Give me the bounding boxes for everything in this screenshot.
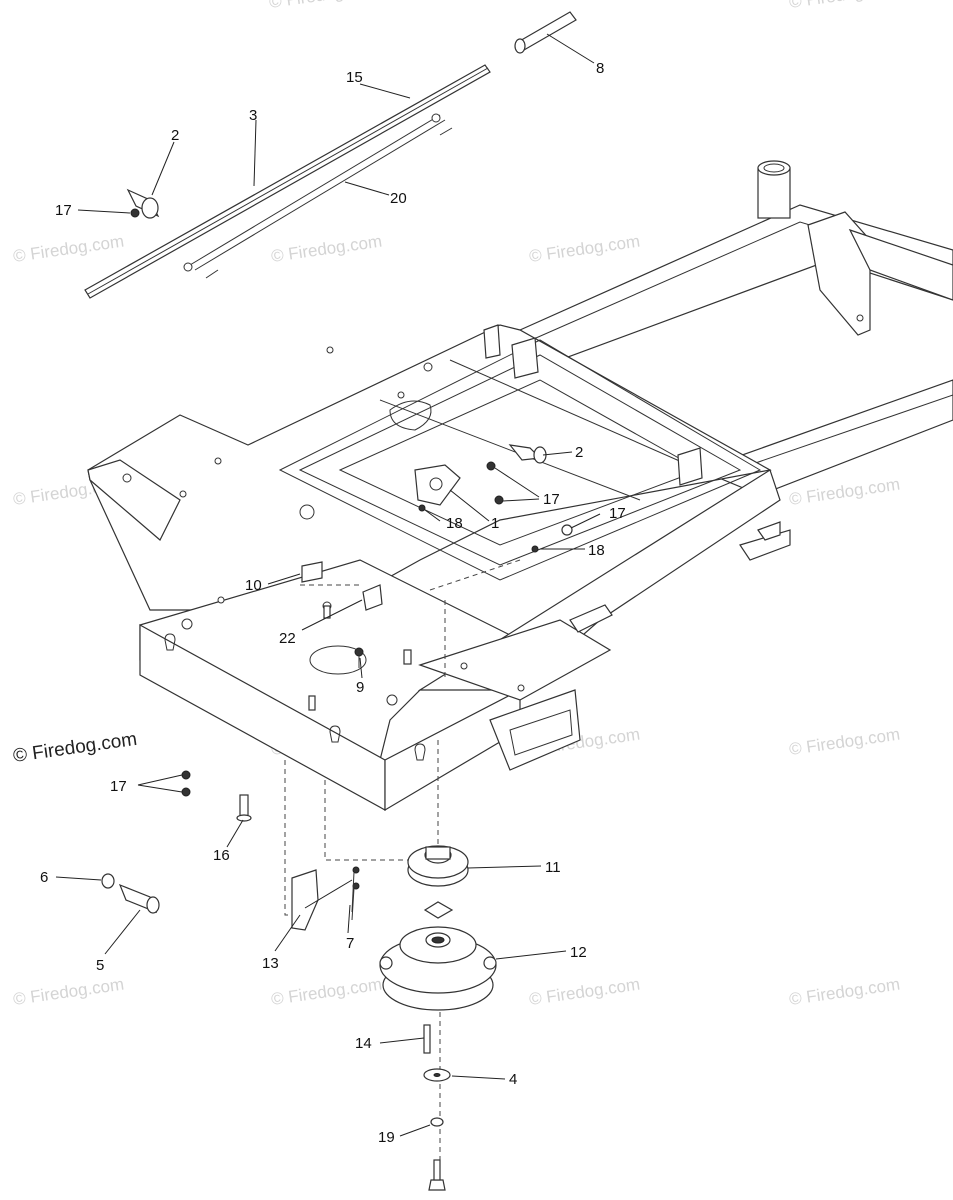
alignment-lines [284,559,521,1160]
watermark: © Firedog.com [528,232,641,266]
watermark: © Firedog.com [270,232,383,266]
watermark: © Firedog.com [788,475,901,509]
watermark: © Firedog.com [788,0,901,12]
watermark: © Firedog.com [12,975,125,1009]
callout-18: 18 [588,542,605,559]
watermark: © Firedog.com [12,232,125,266]
callout-17: 17 [110,778,127,795]
callout-6: 6 [40,869,48,886]
callout-11: 11 [545,859,561,876]
callout-4: 4 [509,1071,517,1088]
callout-5: 5 [96,957,104,974]
watermark-main: © Firedog.com [12,729,139,767]
callout-20: 20 [390,190,407,207]
watermark: © Firedog.com [528,975,641,1009]
leader-lines [55,33,601,1137]
callout-13: 13 [262,955,279,972]
watermark: © Firedog.com [268,0,381,12]
chassis [87,324,781,812]
callout-7: 7 [346,935,354,952]
callout-18: 18 [446,515,463,532]
callout-22: 22 [279,630,296,647]
callout-2: 2 [171,127,179,144]
watermark: © Firedog.com [270,975,383,1009]
callout-17: 17 [609,505,626,522]
callout-16: 16 [213,847,230,864]
callout-9: 9 [356,679,364,696]
callout-3: 3 [249,107,257,124]
callout-8: 8 [596,60,604,77]
parts [84,11,577,1191]
callout-labels: 15 8 3 2 20 17 2 17 18 1 17 18 10 22 9 1… [40,60,626,1146]
callout-15: 15 [346,69,363,86]
watermark: © Firedog.com [788,975,901,1009]
callout-10: 10 [245,577,262,594]
callout-17: 17 [543,491,560,508]
callout-14: 14 [355,1035,372,1052]
callout-12: 12 [570,944,587,961]
watermark: © Firedog.com [788,725,901,759]
callout-2: 2 [575,444,583,461]
callout-19: 19 [378,1129,395,1146]
callout-1: 1 [491,515,499,532]
callout-17: 17 [55,202,72,219]
